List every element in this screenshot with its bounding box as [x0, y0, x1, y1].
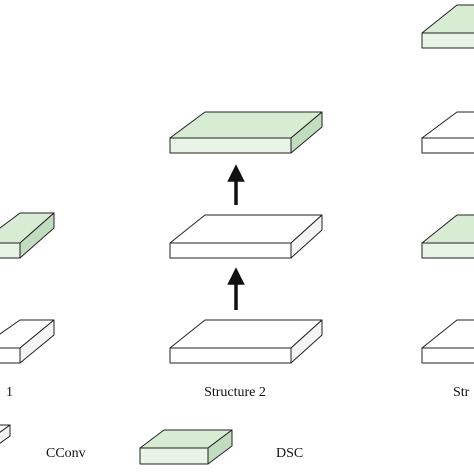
slab-side [290, 214, 323, 259]
structure-1-layer-dsc [0, 212, 55, 259]
structure-1-layer-cconv [0, 319, 55, 364]
slab-side [0, 424, 11, 444]
slab-top [421, 111, 474, 139]
slab-front [421, 137, 474, 154]
slab-front [169, 242, 292, 259]
legend-dsc-label: DSC [276, 446, 303, 461]
legend-cconv-label: CConv [46, 446, 86, 461]
slab-side [290, 111, 323, 154]
structure-3-layer-cconv-lower [421, 319, 474, 364]
slab-top [421, 319, 474, 349]
slab-front [169, 137, 292, 154]
structure-2-layer-cconv-upper [169, 214, 323, 259]
structure-2-layer-dsc [169, 111, 323, 154]
legend-cconv-swatch [0, 424, 11, 444]
slab-side [19, 319, 55, 364]
structure-1: 1 [0, 212, 55, 400]
structure-2-layer-cconv-lower [169, 319, 323, 364]
slab-front [169, 347, 292, 364]
legend: CConv DSC [0, 424, 303, 465]
slab-front [139, 447, 209, 465]
structure-2-caption: Structure 2 [204, 385, 266, 400]
structure-2: Structure 2 [169, 111, 323, 400]
structure-3-layer-dsc-top [421, 4, 474, 49]
slab-side [207, 429, 233, 465]
structure-1-caption: 1 [6, 385, 13, 400]
slab-side [19, 212, 55, 259]
slab-top [421, 214, 474, 244]
legend-dsc-swatch [139, 429, 233, 465]
structure-3-layer-cconv-upper [421, 111, 474, 154]
slab-front [421, 347, 474, 364]
structure-3-caption: Str [453, 385, 470, 400]
slab-side [290, 319, 323, 364]
structure-3-layer-dsc-lower [421, 214, 474, 259]
slab-front [421, 32, 474, 49]
slab-front [0, 347, 21, 364]
slab-front [0, 242, 21, 259]
structure-3: Str [421, 4, 474, 400]
slab-front [421, 242, 474, 259]
slab-top [421, 4, 474, 34]
